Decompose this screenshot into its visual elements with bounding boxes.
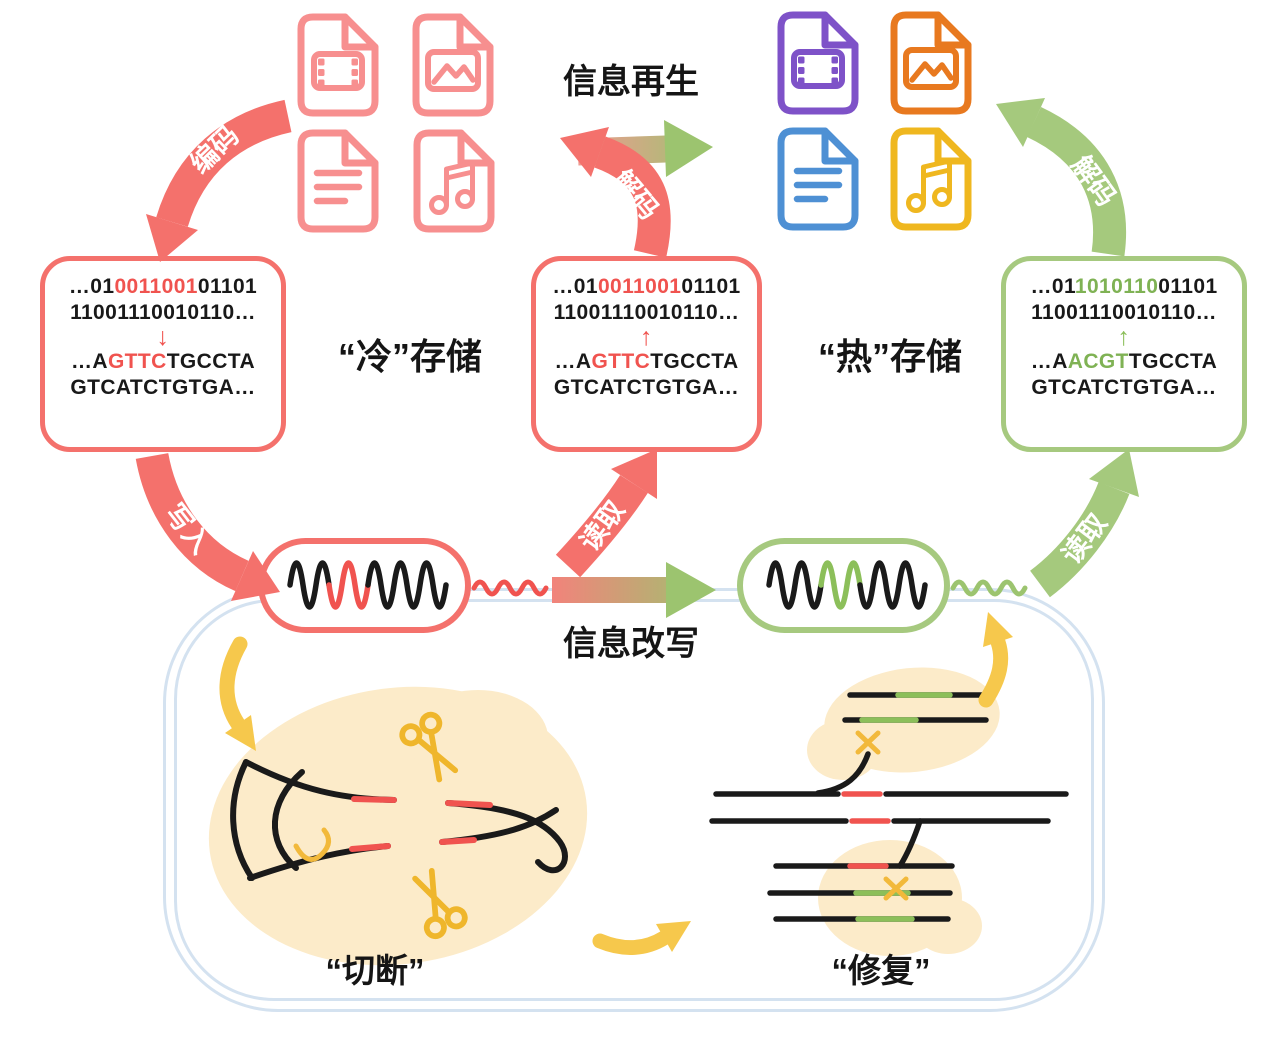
dna-line: …AGTTCTGCCTA [536,349,757,375]
read-arrow-mid-label: 读取 [574,495,630,556]
pink-dna-capsule [258,538,471,633]
decode-arrow-mid-label: 解码 [607,164,665,225]
hot-storage-label: “热”存储 [817,336,962,377]
write-arrow-label: 写入 [159,498,216,559]
readback-box: …01001100101101 11001110010110… ↑ …AGTTC… [531,256,762,452]
dna-line: GTCATCTGTGA… [1031,376,1217,399]
green-dna-capsule [737,538,950,633]
binary-text: …01 [552,275,598,298]
binary-highlight: 0011001 [597,275,682,298]
video-file-icon [781,15,855,111]
dna-highlight: GTTC [591,350,651,373]
binary-line: …01001100101101 [536,274,757,300]
dna-text: …A [554,350,592,373]
colored-files-group [781,15,968,227]
binary-highlight: 1010110 [1075,275,1159,298]
dna-line: GTCATCTGTGA… [553,376,740,399]
encode-arrow-label: 编码 [184,119,244,179]
map-arrow-up: ↑ [1117,323,1131,351]
binary-line: 11001110010110… [1031,301,1217,324]
hot-storage-box: …01101011001101 11001110010110… ↑ …AACGT… [1001,256,1247,452]
read-arrow-right [1029,449,1139,598]
dna-text: …A [1030,350,1068,373]
repair-label: “修复” [831,952,931,989]
dna-text: TGCCTA [1128,350,1218,373]
rewrite-title: 信息改写 [563,625,699,663]
binary-line: 11001110010110… [553,301,740,324]
binary-line: 11001110010110… [70,301,256,324]
audio-file-icon [894,131,968,227]
text-file-icon [301,133,375,229]
binary-line: …01001100101101 [45,274,281,300]
decode-arrow-right [996,98,1127,257]
dna-line: …AACGTTGCCTA [1006,349,1242,375]
top-gradient-arrow [577,120,713,177]
dna-line: GTCATCTGTGA… [70,376,256,399]
map-arrow-up: ↑ [640,323,653,351]
dna-text: TGCCTA [166,350,256,373]
cold-storage-label: “冷”存储 [337,336,482,377]
dna-text: TGCCTA [650,350,739,373]
read-arrow-right-label: 读取 [1056,508,1112,569]
encode-arrow [146,99,292,262]
binary-text: …01 [1030,275,1076,298]
cut-label: “切断” [325,952,425,989]
text-file-icon [781,131,855,227]
map-arrow-down: ↓ [156,323,170,351]
binary-highlight: 0011001 [114,275,198,298]
binary-text: …01 [68,275,115,298]
read-arrow-mid [555,449,657,578]
dna-highlight: ACGT [1067,350,1129,373]
image-file-icon [416,17,490,113]
image-file-icon [894,15,968,111]
binary-text: 01101 [1158,275,1218,298]
binary-text: 01101 [197,275,258,298]
dna-text: …A [70,350,108,373]
dna-line: …AGTTCTGCCTA [45,349,281,375]
decode-arrow-right-label: 解码 [1066,150,1122,211]
binary-line: …01101011001101 [1006,274,1242,300]
audio-file-icon [417,133,491,229]
regeneration-title: 信息再生 [563,63,699,101]
pink-files-group [301,17,491,229]
binary-text: 01101 [681,275,741,298]
decode-arrow-mid [560,127,671,258]
video-file-icon [301,17,375,113]
dna-highlight: GTTC [107,350,167,373]
cold-storage-box: …01001100101101 11001110010110… ↓ …AGTTC… [40,256,286,452]
